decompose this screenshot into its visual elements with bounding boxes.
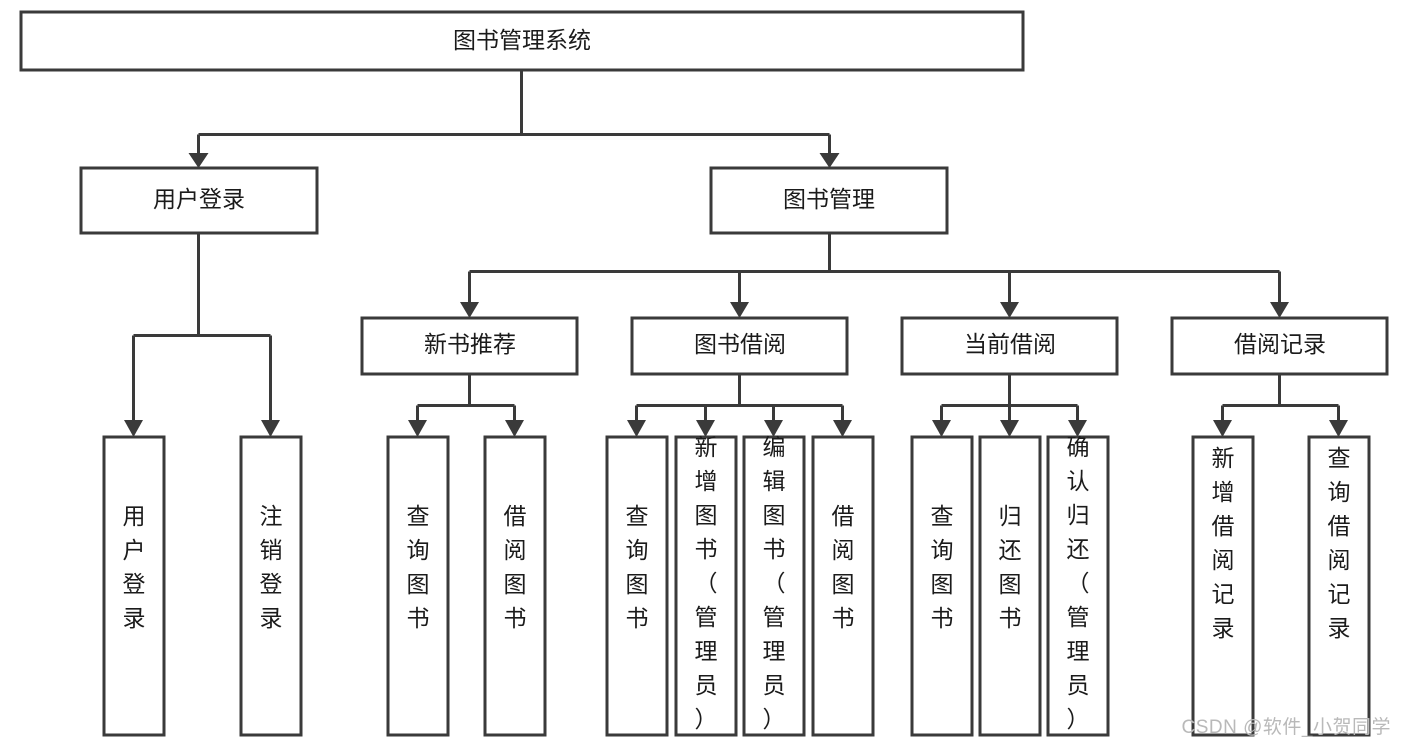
leaf-borrow-record-2[interactable]: 查询借阅记录 (1307, 435, 1371, 737)
node-current-borrow[interactable]: 当前借阅 (900, 316, 1119, 376)
node-new-book-recommend-box[interactable] (360, 316, 579, 376)
node-borrow-record-box[interactable] (1170, 316, 1389, 376)
arrow-cb-leaf-3 (1068, 420, 1087, 437)
arrow-bb-leaf-4 (833, 420, 852, 437)
connector-layer (124, 70, 1348, 437)
arrow-bb-leaf-2 (696, 420, 715, 437)
leaf-borrow-record-2-label: 查询借阅记录 (1328, 445, 1351, 641)
leaf-book-borrow-1-label: 查询图书 (626, 503, 649, 631)
leaf-user-login-1-box[interactable] (102, 435, 166, 737)
arrow-user-login-leaf-2 (261, 420, 280, 437)
leaf-user-login-1[interactable]: 用户登录 (102, 435, 166, 737)
leaf-book-borrow-3[interactable]: 编辑图书（管理员） (742, 434, 806, 737)
node-root-label: 图书管理系统 (453, 27, 591, 53)
arrow-bb-leaf-1 (627, 420, 646, 437)
node-current-borrow-box[interactable] (900, 316, 1119, 376)
node-user-login[interactable]: 用户登录 (79, 166, 319, 235)
leaf-current-borrow-2[interactable]: 归还图书 (978, 435, 1042, 737)
arrow-bb-leaf-3 (764, 420, 783, 437)
leaf-current-borrow-1-box[interactable] (910, 435, 974, 737)
leaf-borrow-record-1-box[interactable] (1191, 435, 1255, 737)
node-borrow-record[interactable]: 借阅记录 (1170, 316, 1389, 376)
leaf-new-book-1-box[interactable] (386, 435, 450, 737)
leaf-current-borrow-2-label: 归还图书 (999, 503, 1022, 631)
leaf-book-borrow-3-box[interactable] (742, 435, 806, 737)
node-root-box[interactable] (19, 10, 1025, 72)
leaf-book-borrow-1[interactable]: 查询图书 (605, 435, 669, 737)
leaf-book-borrow-4-box[interactable] (811, 435, 875, 737)
leaf-new-book-1-label: 查询图书 (407, 503, 430, 631)
leaf-borrow-record-1-label: 新增借阅记录 (1212, 445, 1235, 641)
leaf-borrow-record-2-box[interactable] (1307, 435, 1371, 737)
leaf-user-login-1-label: 用户登录 (123, 503, 146, 631)
leaf-book-borrow-2-box[interactable] (674, 435, 738, 737)
leaf-current-borrow-1-label: 查询图书 (931, 503, 954, 631)
node-current-borrow-label: 当前借阅 (964, 331, 1056, 357)
leaf-current-borrow-2-box[interactable] (978, 435, 1042, 737)
node-user-login-label: 用户登录 (153, 186, 245, 212)
node-book-manage-label: 图书管理 (783, 186, 875, 212)
node-book-manage[interactable]: 图书管理 (709, 166, 949, 235)
leaf-book-borrow-1-box[interactable] (605, 435, 669, 737)
leaf-book-borrow-2[interactable]: 新增图书（管理员） (674, 434, 738, 737)
node-book-borrow-box[interactable] (630, 316, 849, 376)
leaf-current-borrow-3-box[interactable] (1046, 435, 1110, 737)
leaf-book-borrow-2-label: 新增图书（管理员） (695, 434, 718, 732)
arrow-bm-to-borrow-record (1270, 302, 1289, 318)
node-borrow-record-label: 借阅记录 (1234, 331, 1326, 357)
leaf-new-book-2-label: 借阅图书 (504, 503, 527, 631)
leaf-book-borrow-4-label: 借阅图书 (832, 503, 855, 631)
arrow-bm-to-book-borrow (730, 302, 749, 318)
leaf-book-borrow-4[interactable]: 借阅图书 (811, 435, 875, 737)
arrow-bm-to-current-borrow (1000, 302, 1019, 318)
node-book-borrow[interactable]: 图书借阅 (630, 316, 849, 376)
leaf-user-login-2-label: 注销登录 (260, 503, 283, 631)
arrow-cb-leaf-1 (932, 420, 951, 437)
leaf-book-borrow-3-label: 编辑图书（管理员） (763, 434, 786, 732)
leaf-current-borrow-3-label: 确认归还（管理员） (1067, 434, 1090, 732)
arrow-cb-leaf-2 (1000, 420, 1019, 437)
leaf-new-book-2-box[interactable] (483, 435, 547, 737)
arrow-nb-leaf-2 (505, 420, 524, 437)
leaf-new-book-1[interactable]: 查询图书 (386, 435, 450, 737)
arrow-bm-to-new-book (460, 302, 479, 318)
arrow-root-to-book-manage (819, 153, 840, 168)
arrow-nb-leaf-1 (408, 420, 427, 437)
leaf-current-borrow-3[interactable]: 确认归还（管理员） (1046, 434, 1110, 737)
node-user-login-box[interactable] (79, 166, 319, 235)
arrow-user-login-leaf-1 (124, 420, 143, 437)
leaf-user-login-2-box[interactable] (239, 435, 303, 737)
node-book-manage-box[interactable] (709, 166, 949, 235)
leaf-user-login-2[interactable]: 注销登录 (239, 435, 303, 737)
arrow-br-leaf-1 (1213, 420, 1232, 437)
leaf-borrow-record-1[interactable]: 新增借阅记录 (1191, 435, 1255, 737)
arrow-br-leaf-2 (1329, 420, 1348, 437)
node-new-book-recommend[interactable]: 新书推荐 (360, 316, 579, 376)
leaf-current-borrow-1[interactable]: 查询图书 (910, 435, 974, 737)
node-new-book-recommend-label: 新书推荐 (424, 331, 516, 357)
node-root[interactable]: 图书管理系统 (19, 10, 1025, 72)
arrow-root-to-user-login (188, 153, 209, 168)
node-book-borrow-label: 图书借阅 (694, 331, 786, 357)
leaf-new-book-2[interactable]: 借阅图书 (483, 435, 547, 737)
